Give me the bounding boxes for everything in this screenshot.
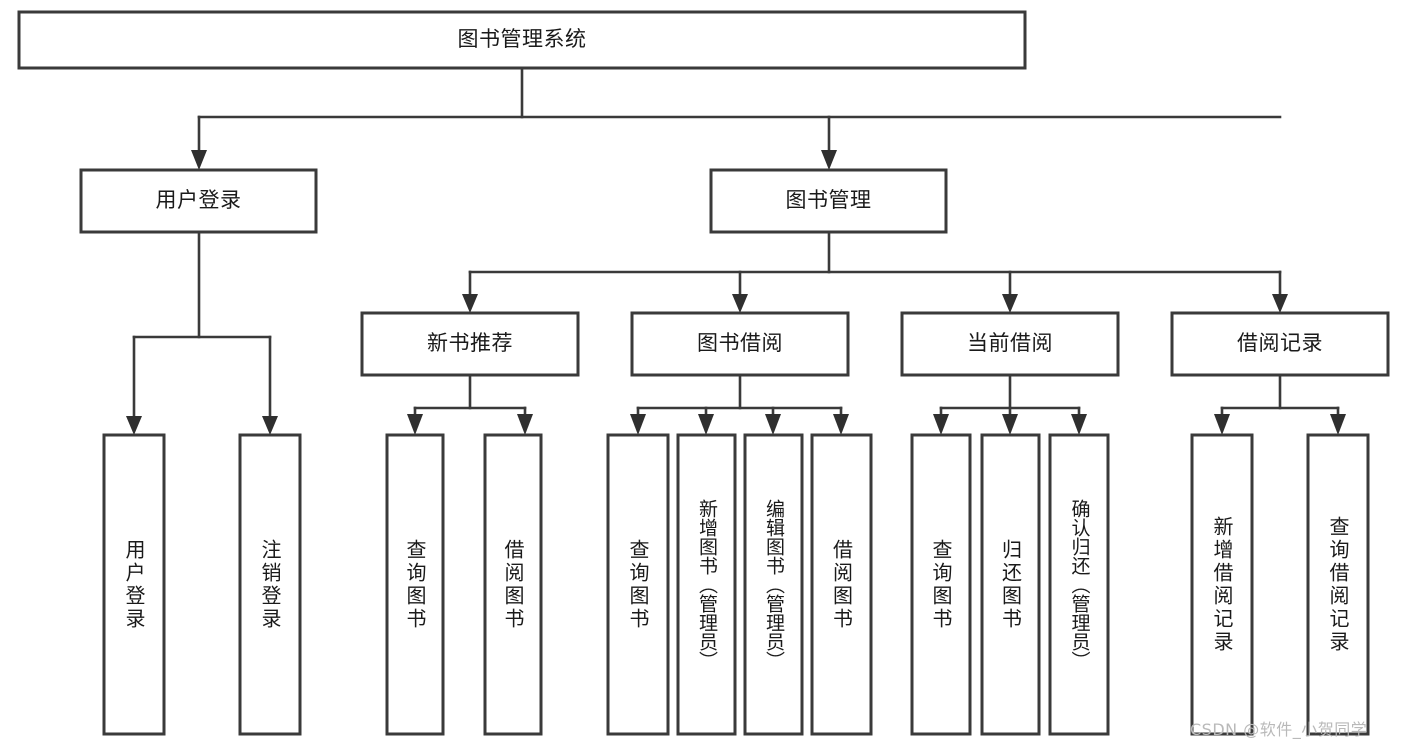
- connector-bookborrow-to-leaves: [630, 373, 849, 435]
- node-box-new-book-recommend[interactable]: [360, 311, 580, 377]
- leaf-box-new-book-1[interactable]: [483, 433, 543, 736]
- node-box-book-borrow[interactable]: [630, 311, 850, 377]
- leaf-box-book-borrow-0[interactable]: [606, 433, 670, 736]
- node-box-borrow-record[interactable]: [1170, 311, 1390, 377]
- leaf-box-current-borrow-0[interactable]: [910, 433, 972, 736]
- node-box-root[interactable]: [17, 10, 1027, 70]
- leaf-box-borrow-record-1[interactable]: [1306, 433, 1370, 736]
- leaf-box-current-borrow-1[interactable]: [980, 433, 1041, 736]
- leaf-box-new-book-0[interactable]: [385, 433, 445, 736]
- csdn-watermark: CSDN @软件_小贺同学: [1190, 720, 1368, 739]
- leaf-box-borrow-record-0[interactable]: [1190, 433, 1254, 736]
- leaf-box-book-borrow-2[interactable]: [743, 433, 804, 736]
- node-box-book-management[interactable]: [709, 168, 948, 234]
- leaf-box-user-login-0[interactable]: [102, 433, 166, 736]
- leaf-box-current-borrow-2[interactable]: [1048, 433, 1110, 736]
- connector-newbook-to-leaves: [407, 373, 533, 435]
- connector-bookmgmt-to-level3: [462, 230, 1288, 313]
- leaf-box-book-borrow-3[interactable]: [810, 433, 873, 736]
- connector-root-to-level2: [191, 66, 1282, 170]
- connector-currentborrow-to-leaves: [933, 373, 1087, 435]
- connector-userlogin-to-leaves: [126, 230, 278, 435]
- connector-borrowrecord-to-leaves: [1214, 373, 1346, 435]
- node-box-user-login[interactable]: [79, 168, 318, 234]
- leaf-box-book-borrow-1[interactable]: [676, 433, 737, 736]
- leaf-box-user-login-1[interactable]: [238, 433, 302, 736]
- node-box-current-borrow[interactable]: [900, 311, 1120, 377]
